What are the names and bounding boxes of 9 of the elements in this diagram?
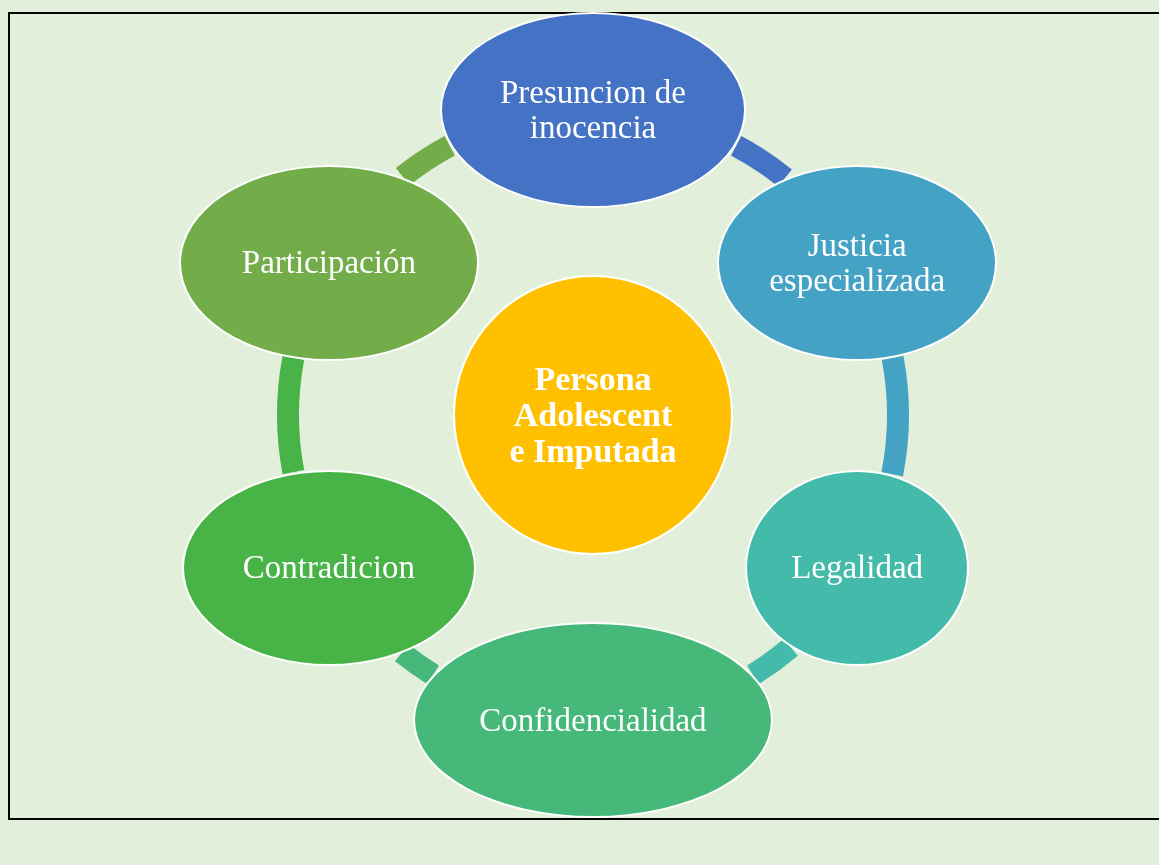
node-label: Legalidad <box>790 550 925 585</box>
node-label: Justicia especializada <box>768 227 947 298</box>
node-label: Persona Adolescent e Imputada <box>508 361 678 469</box>
node-label: Participación <box>240 245 417 280</box>
node-label: Confidencialidad <box>478 702 708 738</box>
ring-connector <box>277 356 305 474</box>
ring-connector <box>881 356 909 476</box>
node-label: Contradicion <box>241 550 416 585</box>
node-label: Presuncion de inocencia <box>498 75 687 145</box>
